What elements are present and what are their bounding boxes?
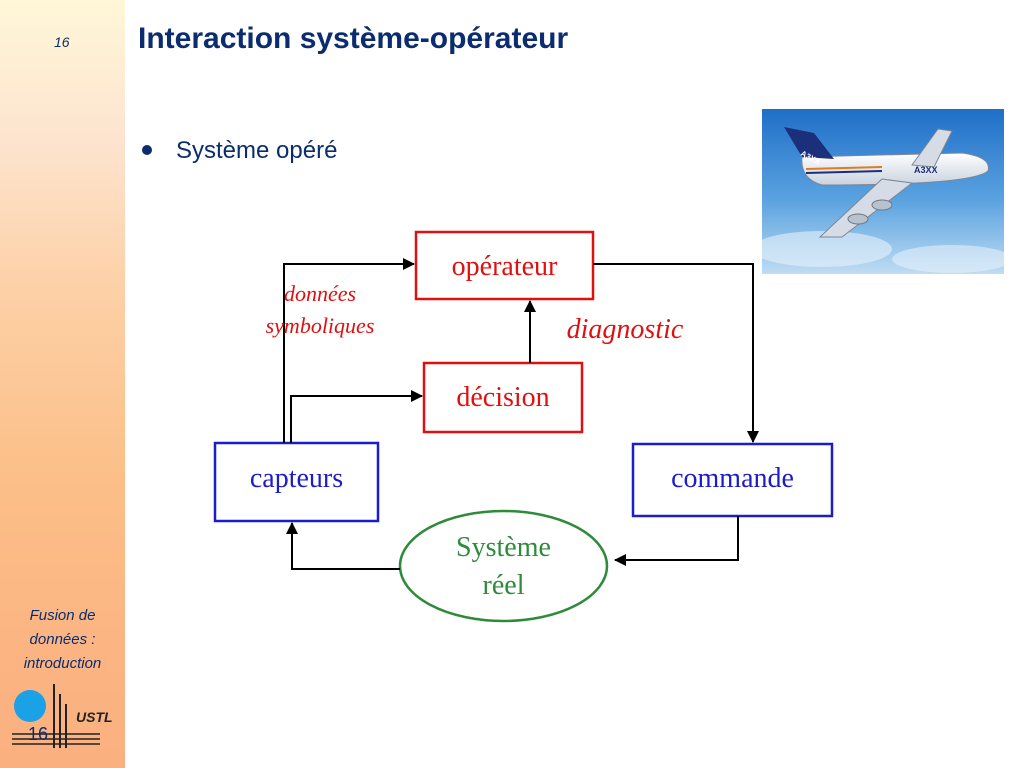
bullet-dot — [142, 144, 152, 155]
decision-label: décision — [456, 382, 549, 413]
donnees-label-line1: données — [284, 281, 356, 306]
fuselage — [801, 152, 989, 186]
systeme-reel-ellipse — [398, 509, 609, 623]
logo-number: 16 — [28, 724, 49, 744]
bullet-text: Système opéré — [176, 137, 338, 164]
body-logo-text: A3XX — [914, 165, 938, 175]
footer-line-2: données : — [29, 631, 96, 648]
arrow-capteurs-to-decision — [290, 390, 423, 443]
page-number: 16 — [54, 34, 70, 50]
wing-left — [818, 178, 914, 238]
arrow-operateur-to-commande — [593, 263, 759, 443]
operateur-label: opérateur — [452, 251, 558, 282]
footer-line-3: introduction — [23, 655, 102, 672]
diagnostic-label: diagnostic — [567, 314, 684, 345]
operateur-box — [414, 230, 595, 301]
airplane-image: A3XX A3XX — [762, 109, 1004, 274]
footer-text: Fusion de données : introduction — [0, 604, 125, 676]
footer-line-1: Fusion de — [29, 607, 96, 624]
capteurs-label: capteurs — [250, 463, 343, 494]
commande-box — [631, 442, 834, 518]
logo-circle — [14, 690, 46, 722]
wing-right — [911, 128, 953, 168]
bullet-item: Système opéré — [138, 137, 337, 165]
ustl-logo: USTL — [12, 684, 113, 748]
slide-title: Interaction système-opérateur — [138, 22, 569, 55]
arrow-systeme-to-capteurs — [286, 522, 400, 570]
donnees-label-line2: symboliques — [266, 313, 375, 338]
logo-text: USTL — [76, 709, 113, 725]
systeme-label-line2: réel — [483, 570, 525, 601]
capteurs-box — [213, 441, 380, 523]
tail-fin — [784, 127, 834, 159]
sidebar: 16 Fusion de données : introduction USTL… — [0, 0, 125, 768]
commande-label: commande — [671, 463, 794, 494]
decision-box — [422, 361, 584, 434]
arrow-capteurs-to-operateur — [283, 258, 415, 443]
arrow-commande-to-systeme — [614, 516, 739, 566]
systeme-label-line1: Système — [456, 532, 551, 563]
